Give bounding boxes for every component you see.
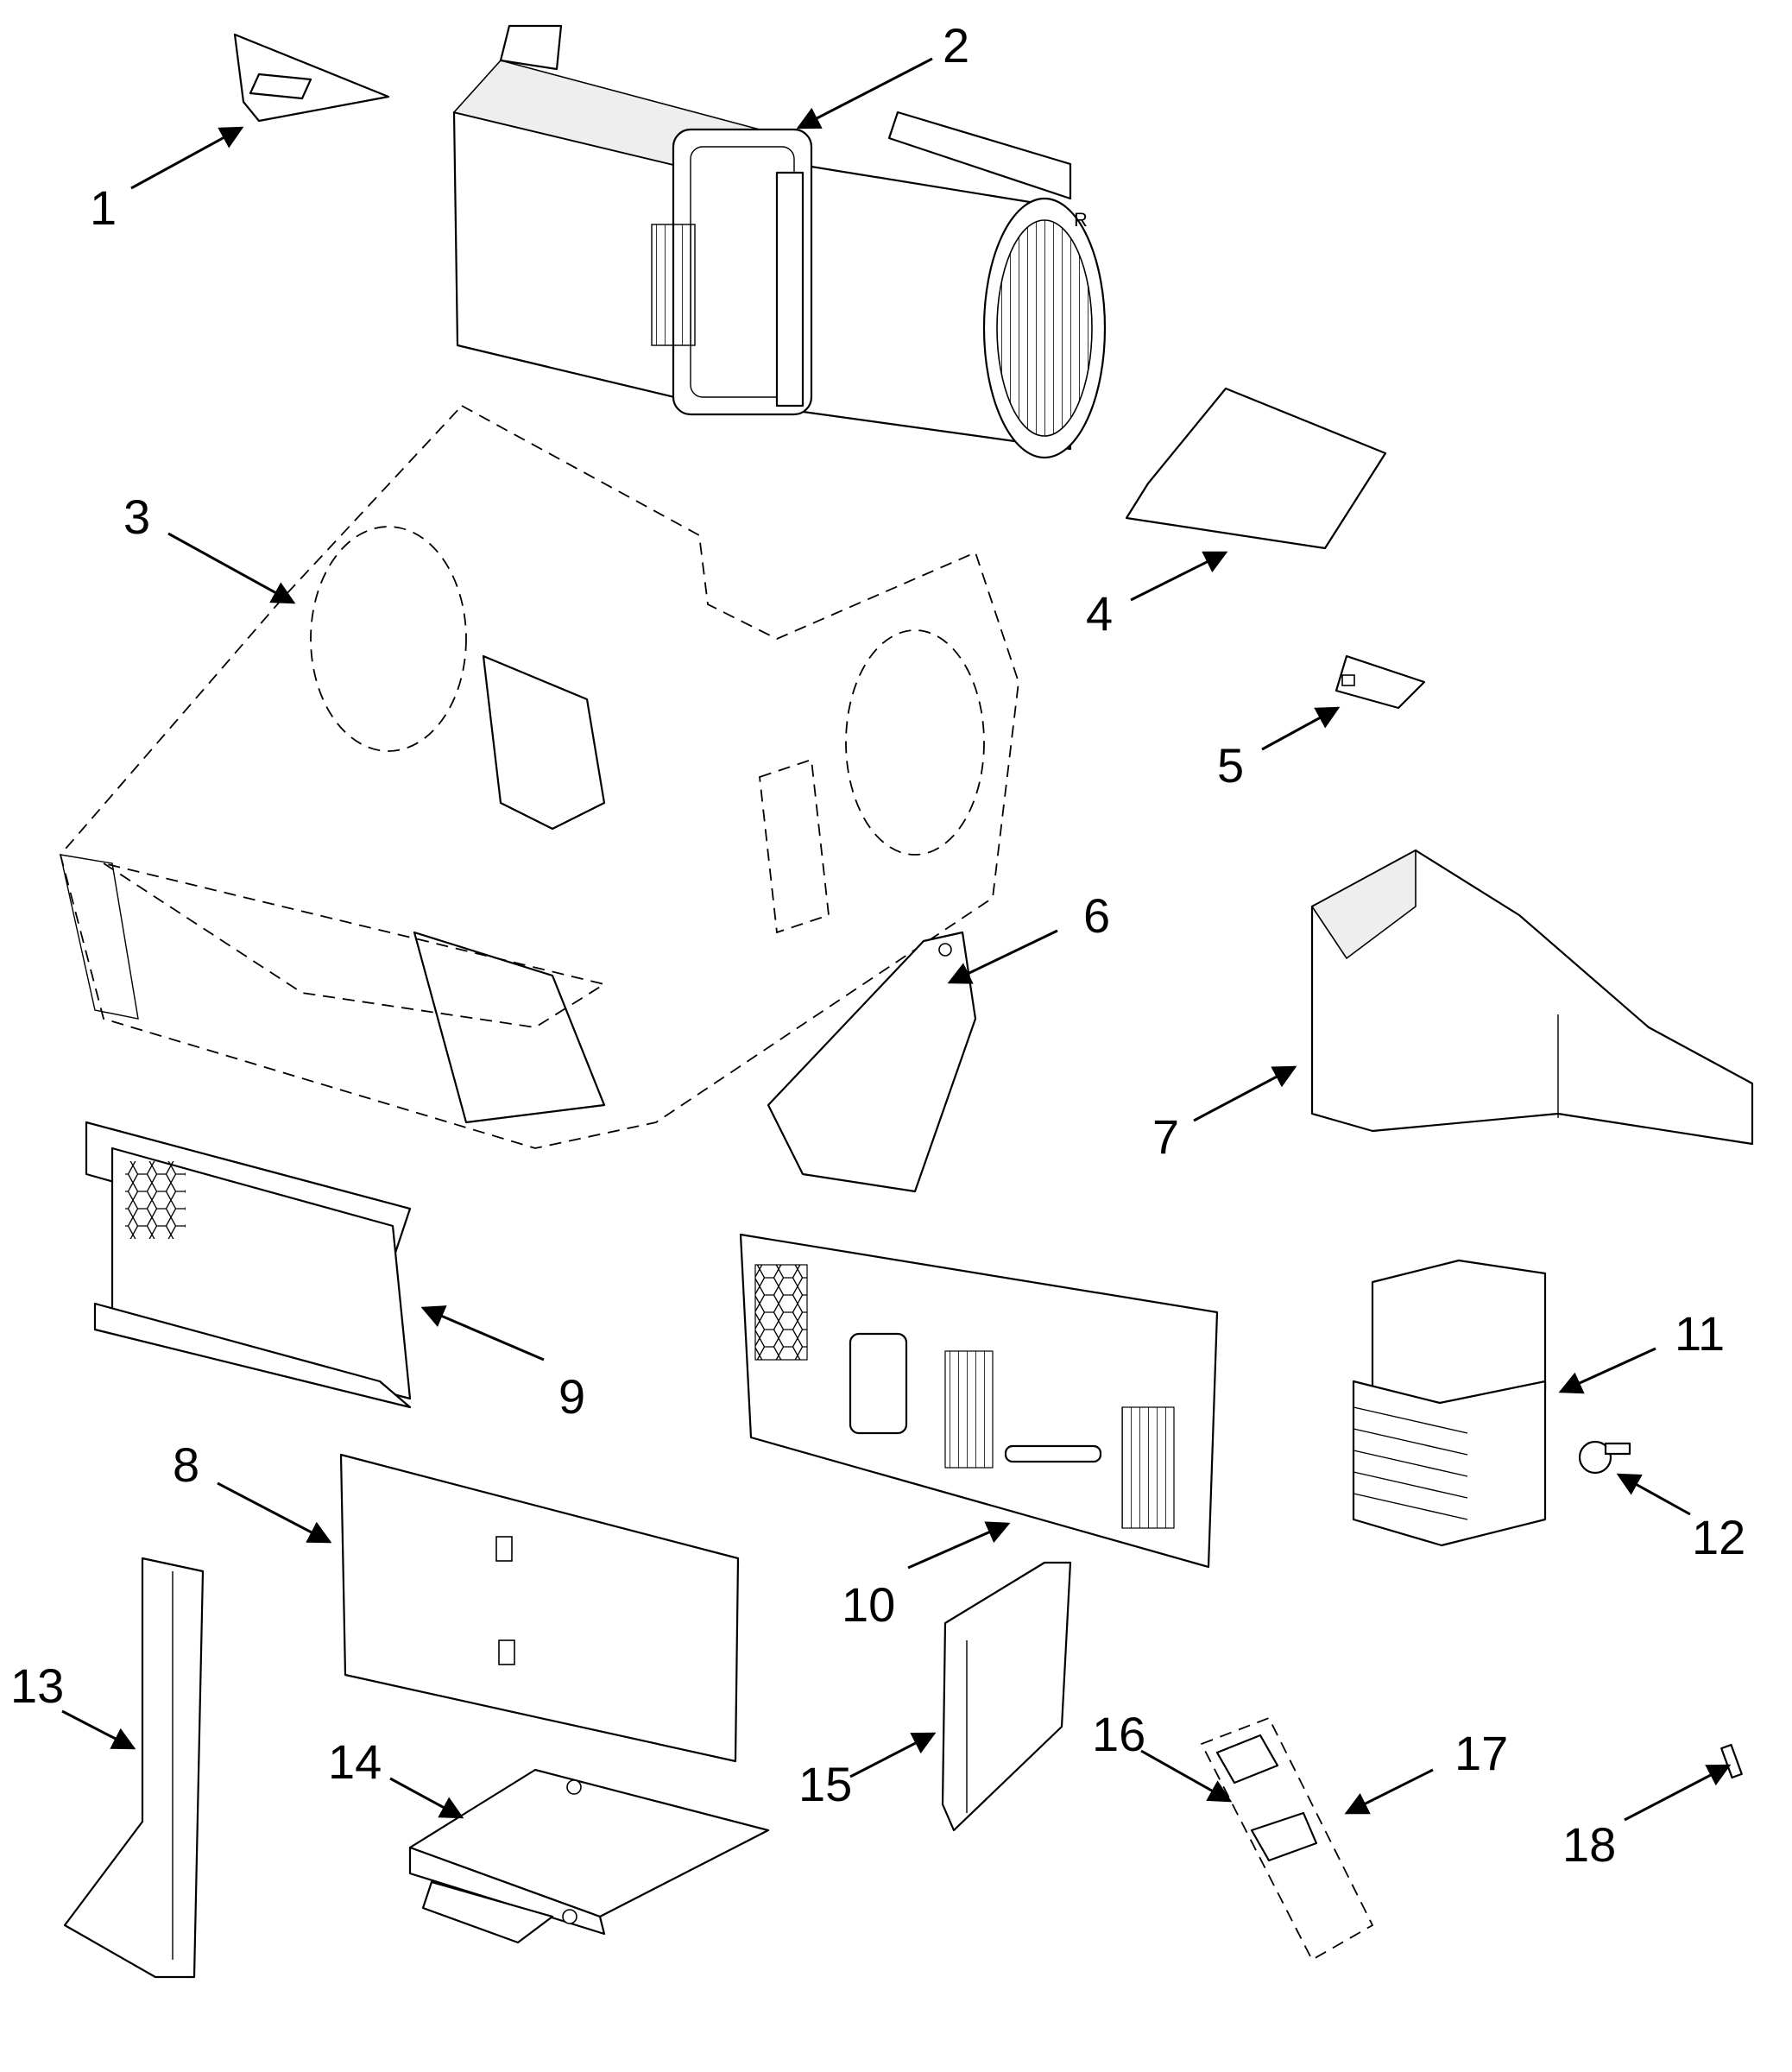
part-2-blower-assembly: R	[452, 24, 1107, 459]
part-13-vertical-bracket	[63, 1557, 205, 1979]
part-10-rear-panel	[739, 1233, 1219, 1569]
part-4-cover-sheet	[1125, 387, 1387, 550]
leader-15	[849, 1732, 937, 1778]
part-7-air-guide	[1310, 849, 1754, 1146]
callout-3: 3	[123, 490, 150, 544]
callout-numbers: 1 2 3 4 5 6 7 8 9 10 11 12 13 14 15 16 1…	[10, 18, 1745, 1872]
leader-10	[907, 1521, 1011, 1570]
part-1-label-plate	[233, 33, 390, 123]
callout-4: 4	[1086, 586, 1113, 641]
leader-5	[1261, 706, 1341, 751]
part-9-filter-panel	[85, 1121, 412, 1409]
leader-4	[1130, 551, 1228, 602]
part-14-floor-plate	[408, 1768, 770, 1944]
leader-6	[947, 929, 1058, 984]
callout-14: 14	[328, 1734, 382, 1789]
part-5-switch-board	[1335, 654, 1426, 710]
callout-15: 15	[798, 1757, 852, 1811]
part-6-bracket	[767, 931, 977, 1193]
leader-11	[1558, 1347, 1656, 1394]
callout-12: 12	[1692, 1510, 1745, 1564]
leader-17	[1344, 1768, 1434, 1815]
leader-2	[796, 57, 933, 130]
leader-18	[1624, 1764, 1732, 1822]
part-16-17-control-board	[1200, 1716, 1374, 1961]
callout-16: 16	[1092, 1707, 1145, 1761]
callout-11: 11	[1675, 1306, 1725, 1361]
callout-17: 17	[1454, 1726, 1508, 1780]
callout-8: 8	[173, 1437, 199, 1492]
leader-12	[1616, 1473, 1691, 1516]
leader-16	[1140, 1749, 1233, 1803]
leader-1	[130, 126, 244, 190]
leader-lines	[61, 57, 1732, 1822]
leader-3	[167, 532, 296, 604]
blower-side-mark: R	[1074, 209, 1088, 231]
callout-13: 13	[10, 1658, 64, 1713]
leader-8	[217, 1481, 332, 1544]
callout-5: 5	[1217, 738, 1244, 793]
part-3-air-duct-frame	[60, 404, 1019, 1149]
part-11-transformer	[1352, 1259, 1547, 1547]
part-8-shield-plate	[339, 1453, 740, 1763]
callout-6: 6	[1083, 888, 1110, 943]
part-15-mounting-bracket	[941, 1561, 1072, 1832]
part-12-thermal-fuse	[1578, 1440, 1631, 1475]
leader-14	[389, 1777, 464, 1819]
callout-2: 2	[943, 18, 969, 73]
callout-7: 7	[1152, 1109, 1179, 1164]
callout-9: 9	[558, 1369, 585, 1424]
callout-18: 18	[1562, 1817, 1616, 1872]
leader-13	[61, 1709, 136, 1750]
callout-10: 10	[842, 1577, 895, 1632]
leader-9	[420, 1305, 545, 1361]
leader-7	[1193, 1065, 1297, 1122]
callout-1: 1	[90, 180, 117, 235]
part-18-fuse	[1720, 1743, 1743, 1779]
